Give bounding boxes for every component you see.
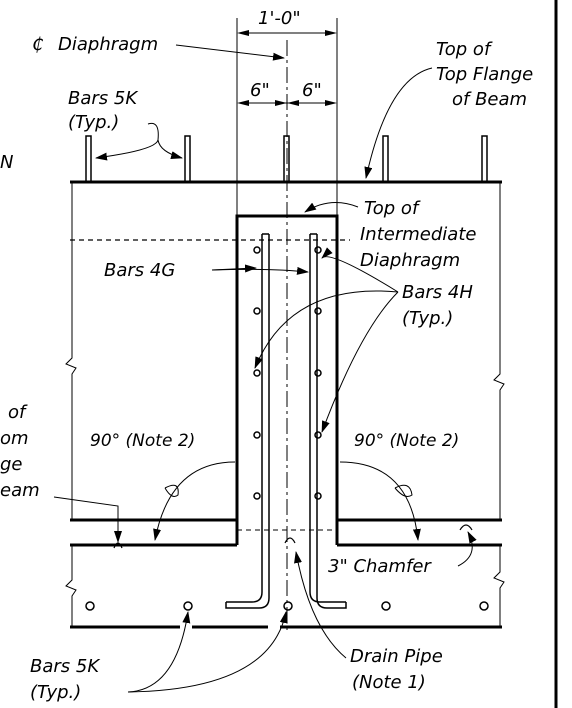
bar-5k-top-1 [85, 135, 92, 183]
centerline-label: Diaphragm [58, 34, 158, 55]
leader-bars-4h-a [321, 247, 399, 293]
leader-bars-4h-c [321, 291, 399, 433]
leader-drain-pipe [294, 551, 347, 659]
left-break-line-upper [65, 182, 77, 520]
dim-arrow-overall-r [325, 30, 337, 36]
right-break-line-lower [493, 545, 505, 628]
bars-5k-bottom-label-1: Bars 5K [30, 656, 100, 677]
bar-4g-left [226, 234, 263, 603]
top-intermediate-label-3: Diaphragm [360, 250, 460, 271]
bars-5k-top-label-2: (Typ.) [68, 112, 119, 133]
dim-overall-label: 1'-0" [258, 8, 301, 29]
centerline-symbol: ₵ [32, 34, 43, 55]
top-flange-label-2: Top Flange [436, 64, 533, 85]
bar-4g-right [309, 234, 346, 603]
bars-4h-label-1: Bars 4H [402, 282, 473, 303]
bottom-flange-label-3: ge [0, 454, 23, 475]
top-intermediate-label-2: Intermediate [360, 224, 476, 245]
top-flange-label-1: Top of [436, 39, 493, 60]
bar-5k-top-5 [481, 135, 488, 183]
dim-arrow-overall-l [237, 30, 249, 36]
bars-5k-bottom [85, 601, 489, 611]
dim-arrow-half-cr [287, 100, 299, 106]
leader-top-intermediate [304, 202, 359, 213]
bar-5k-top-4 [382, 135, 389, 183]
angle-right-label: 90° (Note 2) [354, 431, 459, 451]
leader-bars-5k-top-b [157, 139, 183, 159]
bottom-flange-label-1: of [8, 402, 28, 423]
angle-mark-left [164, 484, 179, 497]
bar-4g-right-outer [316, 234, 347, 609]
bar-4g-left-outer [225, 234, 270, 609]
bottom-flange-label-2: om [0, 428, 29, 449]
top-flange-label-3: of Beam [452, 89, 527, 110]
bottom-flange-label-4: eam [0, 480, 40, 501]
drain-pipe-label-1: Drain Pipe [350, 646, 443, 667]
bar-5k-top-2 [184, 135, 191, 183]
leader-bars-4h-b [254, 290, 399, 369]
flange-break-mark-right [459, 524, 473, 531]
flange-break-mark-left [113, 542, 123, 549]
bars-4h-left [253, 246, 261, 500]
drain-pipe-symbol [284, 537, 296, 544]
leader-bottom-flange [53, 496, 122, 543]
angle-left-label: 90° (Note 2) [90, 431, 195, 451]
cut-off-left-label: N [0, 152, 13, 173]
right-break-line-upper [493, 182, 505, 520]
leader-angle-left [153, 461, 236, 541]
leader-bars-5k-bottom-b [127, 611, 288, 693]
bars-4g-label: Bars 4G [104, 260, 175, 281]
bars-4h-right [314, 246, 322, 500]
leader-centerline [175, 44, 285, 61]
left-break-line-lower [65, 545, 77, 628]
bars-5k-top-label-1: Bars 5K [68, 88, 138, 109]
dim-left-label: 6" [250, 80, 270, 101]
dim-arrow-half-l [237, 100, 249, 106]
leader-top-flange [364, 67, 433, 179]
dim-right-label: 6" [302, 80, 322, 101]
dim-arrow-half-cl [275, 100, 287, 106]
top-intermediate-label-1: Top of [364, 198, 421, 219]
leader-bars-4g-right [211, 266, 309, 275]
bars-5k-bottom-label-2: (Typ.) [30, 682, 81, 703]
drain-pipe-label-2: (Note 1) [352, 672, 426, 693]
bars-4h-label-2: (Typ.) [402, 308, 453, 329]
angle-mark-right [394, 484, 413, 497]
leader-bars-5k-bottom-a [127, 611, 191, 693]
chamfer-label: 3" Chamfer [328, 556, 432, 577]
leader-angle-right [339, 461, 421, 541]
leader-chamfer [457, 531, 477, 567]
dim-arrow-half-r [325, 100, 337, 106]
